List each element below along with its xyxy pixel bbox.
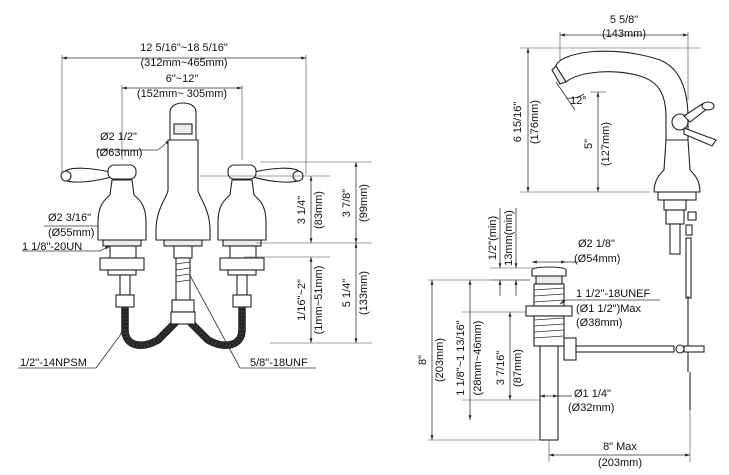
outlet-height-mm-label: (127mm) xyxy=(600,122,612,166)
flange-dia-mm-label: (Ø54mm) xyxy=(574,253,620,265)
side-view: 5 5/8" (143mm) 12° 6 15/16" (176mm) 5" xyxy=(512,14,717,410)
supply-hoses xyxy=(121,307,246,349)
flange-dia-label: Ø2 1/8" xyxy=(578,238,615,250)
escutcheon-dia-mm-label: (Ø63mm) xyxy=(96,147,142,159)
rod-max-mm-label: (203mm) xyxy=(598,457,642,469)
handle-height-label: 3 1/4" xyxy=(296,196,308,224)
overall-width-mm-label: (312mm~465mm) xyxy=(140,57,227,69)
left-handle xyxy=(60,164,147,308)
spout-height-label: 6 15/16" xyxy=(512,102,524,143)
escutcheon-dia-label: Ø2 1/2" xyxy=(100,131,137,143)
thread-range-mm-label: (28mm~46mm) xyxy=(472,321,484,396)
angle-label: 12° xyxy=(570,95,587,107)
tail-dia-label: Ø1 1/4" xyxy=(574,388,611,400)
center-spread-mm-label: (152mm~ 305mm) xyxy=(137,88,227,100)
outlet-height-label: 5" xyxy=(583,139,595,149)
body-thread-max-label: (Ø1 1/2")Max xyxy=(576,303,642,315)
right-handle xyxy=(217,164,304,308)
tail-length-label: 3 7/16" xyxy=(495,351,507,386)
center-spread-label: 6"~12" xyxy=(166,73,199,85)
tail-dia-mm-label: (Ø32mm) xyxy=(568,402,614,414)
rod-max-label: 8" Max xyxy=(603,441,637,453)
front-view: 12 5/16"~18 5/16" (312mm~465mm) 6"~12" (… xyxy=(18,42,372,369)
shank-length-label: 5 1/4" xyxy=(341,279,353,307)
shank-length-mm-label: (133mm) xyxy=(358,271,370,315)
overall-height-mm-label: (99mm) xyxy=(358,184,370,222)
overall-height-label: 3 7/8" xyxy=(341,189,353,217)
body-thread-label: 1 1/2"-18UNEF xyxy=(576,288,650,300)
deck-range-mm-label: (1mm~51mm) xyxy=(313,266,325,335)
flange-min-label: 1/2"(min) xyxy=(487,216,499,260)
thread-range-label: 1 1/8"~1 13/16" xyxy=(455,320,467,395)
drain-length-label: 8" xyxy=(417,355,429,365)
deck-range-label: 1/16"~2" xyxy=(296,279,308,321)
reach-label: 5 5/8" xyxy=(610,14,638,26)
hose-thread-label: 5/8"-18UNF xyxy=(250,357,308,369)
body-thread-mm-label: (Ø38mm) xyxy=(576,317,622,329)
drain-length-mm-label: (203mm) xyxy=(434,338,446,382)
supply-thread-label: 1/2"-14NPSM xyxy=(20,357,87,369)
spout-height-mm-label: (176mm) xyxy=(529,100,541,144)
drain-view: 1/2"(min) 13mm(min) Ø2 1/8" (Ø54mm) 1 1/… xyxy=(417,208,705,469)
handle-base-dia-mm-label: (Ø55mm) xyxy=(48,227,94,239)
handle-base-dia-label: Ø2 3/16" xyxy=(48,212,91,224)
center-spout xyxy=(155,102,211,313)
handle-height-mm-label: (83mm) xyxy=(313,191,325,229)
shank-thread-label: 1 1/8"-20UN xyxy=(22,241,82,253)
tail-length-mm-label: (87mm) xyxy=(512,349,524,387)
reach-mm-label: (143mm) xyxy=(602,28,646,40)
flange-min-mm-label: 13mm(min) xyxy=(503,210,515,266)
overall-width-label: 12 5/16"~18 5/16" xyxy=(140,42,228,54)
